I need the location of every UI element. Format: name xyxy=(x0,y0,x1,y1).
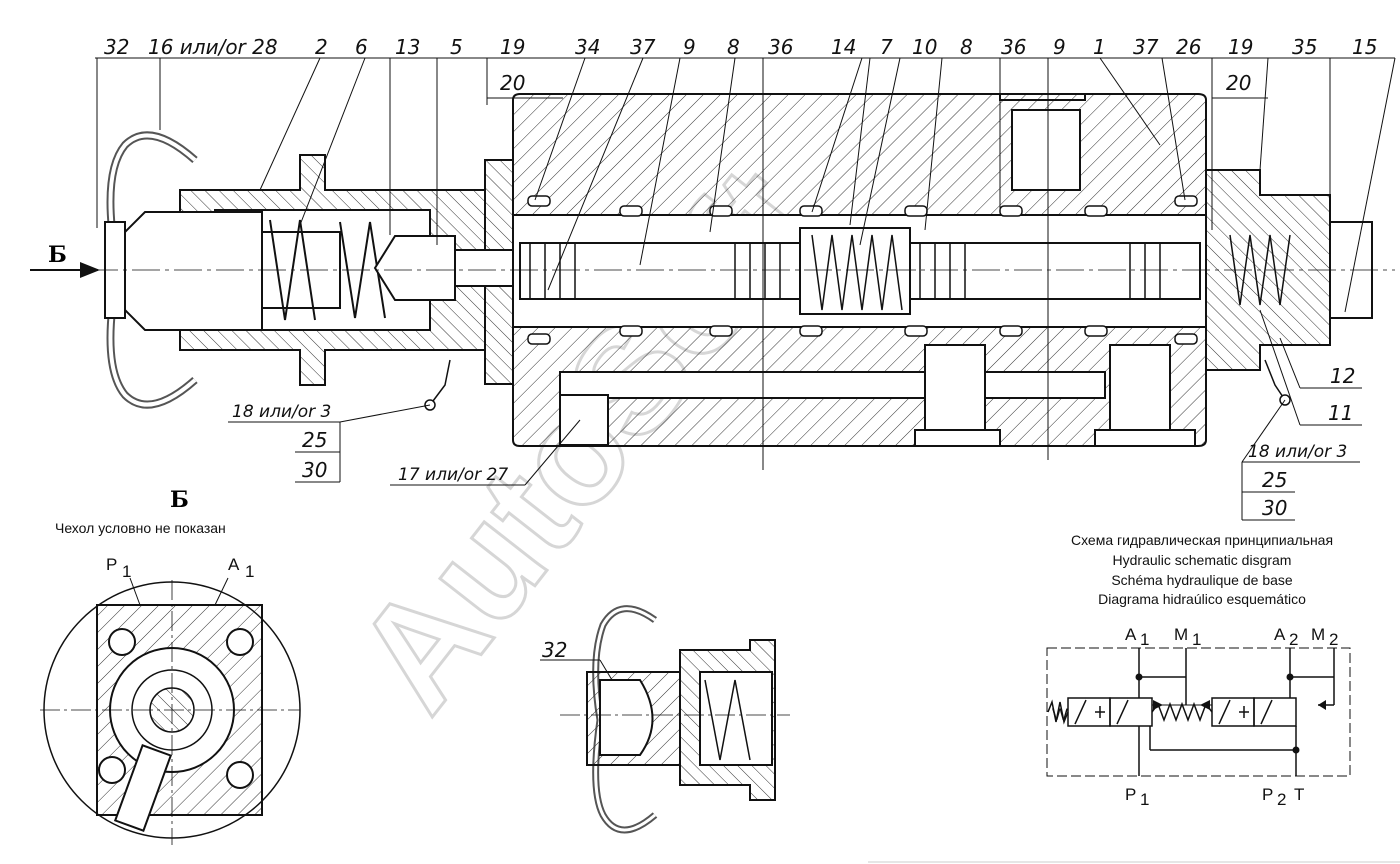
callout-26: 26 xyxy=(1176,35,1201,59)
hydraulic-schematic: Схема гидравлическая принципиальная Hydr… xyxy=(1046,532,1351,809)
side-callouts: 12 11 18 или/or 3 25 30 17 или/or 27 18 … xyxy=(228,309,1362,521)
callout-34: 34 xyxy=(575,35,600,59)
callout-2: 2 xyxy=(315,35,328,59)
callout-7: 7 xyxy=(880,35,893,59)
spool-right xyxy=(909,242,1201,300)
detail-callout-32: 32 xyxy=(542,638,567,662)
schematic-title-en: Hydraulic schematic disgram xyxy=(1113,552,1292,568)
callout-16: 16 или/or 28 xyxy=(148,35,278,59)
callout-10: 10 xyxy=(912,35,937,59)
center-spring-symbol xyxy=(1151,701,1213,723)
view-b-note: Чехол условно не показан xyxy=(55,520,226,536)
sch-p1: P xyxy=(1125,785,1136,804)
return-spring xyxy=(1229,234,1291,306)
callout-9-left: 9 xyxy=(683,35,696,59)
drain-plug xyxy=(559,394,609,446)
callout-18-left: 18 или/or 3 xyxy=(232,402,331,422)
sch-a1: A xyxy=(1125,625,1137,644)
sch-m1: M xyxy=(1174,625,1188,644)
callout-15: 15 xyxy=(1352,35,1377,59)
pin-5 xyxy=(373,235,456,301)
callout-36-left: 36 xyxy=(768,35,793,59)
callout-20-right: 20 xyxy=(1226,71,1251,95)
sch-p2: P xyxy=(1262,785,1273,804)
bolt-hole-tl xyxy=(108,628,136,656)
view-b-title: Б xyxy=(170,487,189,513)
sch-m2-sub: 2 xyxy=(1329,630,1338,649)
callout-37-right: 37 xyxy=(1133,35,1159,59)
callout-1: 1 xyxy=(1093,35,1106,59)
callout-17: 17 или/or 27 xyxy=(398,465,508,485)
callout-32: 32 xyxy=(104,35,129,59)
callout-36-right: 36 xyxy=(1001,35,1026,59)
schematic-title-ru: Схема гидравлическая принципиальная xyxy=(1071,532,1333,548)
top-callouts: 32 16 или/or 28 2 6 13 5 19 20 34 37 9 8… xyxy=(95,35,1396,470)
lock-wire-right xyxy=(1264,359,1291,406)
lower-gallery xyxy=(559,371,1106,399)
callout-37-left: 37 xyxy=(630,35,656,59)
callout-5: 5 xyxy=(450,35,463,59)
port-p1-label: P xyxy=(106,555,117,574)
spool-grooves xyxy=(529,243,1161,299)
port-a1-sub: 1 xyxy=(245,562,254,581)
callout-6: 6 xyxy=(355,35,368,59)
callout-13: 13 xyxy=(395,35,420,59)
detail-view: 32 xyxy=(540,605,790,834)
sch-a1-sub: 1 xyxy=(1140,630,1149,649)
callout-18-right: 18 или/or 3 xyxy=(1248,442,1347,462)
bolt-hole-tr xyxy=(226,628,254,656)
plunger-head xyxy=(124,211,263,331)
callout-20-left: 20 xyxy=(500,71,525,95)
lock-wire-left xyxy=(424,359,451,411)
port-a1-label: A xyxy=(228,555,240,574)
sch-w: W xyxy=(1052,705,1068,724)
callout-8-left: 8 xyxy=(727,35,740,59)
port-p1-sub: 1 xyxy=(122,562,131,581)
sch-p2-sub: 2 xyxy=(1277,790,1286,809)
bolt-hole-br xyxy=(226,761,254,789)
schematic-title-es: Diagrama hidraúlico esquemático xyxy=(1098,591,1306,607)
view-arrow: Б xyxy=(30,242,100,278)
sch-a2: A xyxy=(1274,625,1286,644)
fitting xyxy=(113,744,173,832)
callout-35: 35 xyxy=(1292,35,1317,59)
callout-8-right: 8 xyxy=(960,35,973,59)
spool-left xyxy=(519,242,801,300)
callout-19-left: 19 xyxy=(500,35,525,59)
bottom-port-left xyxy=(924,344,986,441)
callout-12: 12 xyxy=(1330,364,1355,388)
bolt-hole-bl xyxy=(98,756,126,784)
callout-11: 11 xyxy=(1328,401,1353,425)
callout-19-right: 19 xyxy=(1228,35,1253,59)
sch-p1-sub: 1 xyxy=(1140,790,1149,809)
callout-25-left: 25 xyxy=(302,428,327,452)
sch-m1-sub: 1 xyxy=(1192,630,1201,649)
callout-25-right: 25 xyxy=(1262,468,1287,492)
callout-14: 14 xyxy=(831,35,856,59)
view-arrow-label: Б xyxy=(48,242,67,268)
centering-spring xyxy=(811,234,903,311)
sch-t: T xyxy=(1294,785,1304,804)
o-ring-seals xyxy=(527,195,1198,345)
schematic-frame xyxy=(1046,647,1351,777)
callout-9-right: 9 xyxy=(1053,35,1066,59)
bottom-port-right xyxy=(1109,344,1171,441)
callout-30-right: 30 xyxy=(1262,496,1287,520)
callout-30-left: 30 xyxy=(302,458,327,482)
sch-m2: M xyxy=(1311,625,1325,644)
sch-a2-sub: 2 xyxy=(1289,630,1298,649)
view-b: Б Чехол условно не показан P 1 A 1 xyxy=(40,487,301,845)
schematic-title-fr: Schéma hydraulique de base xyxy=(1111,572,1293,588)
